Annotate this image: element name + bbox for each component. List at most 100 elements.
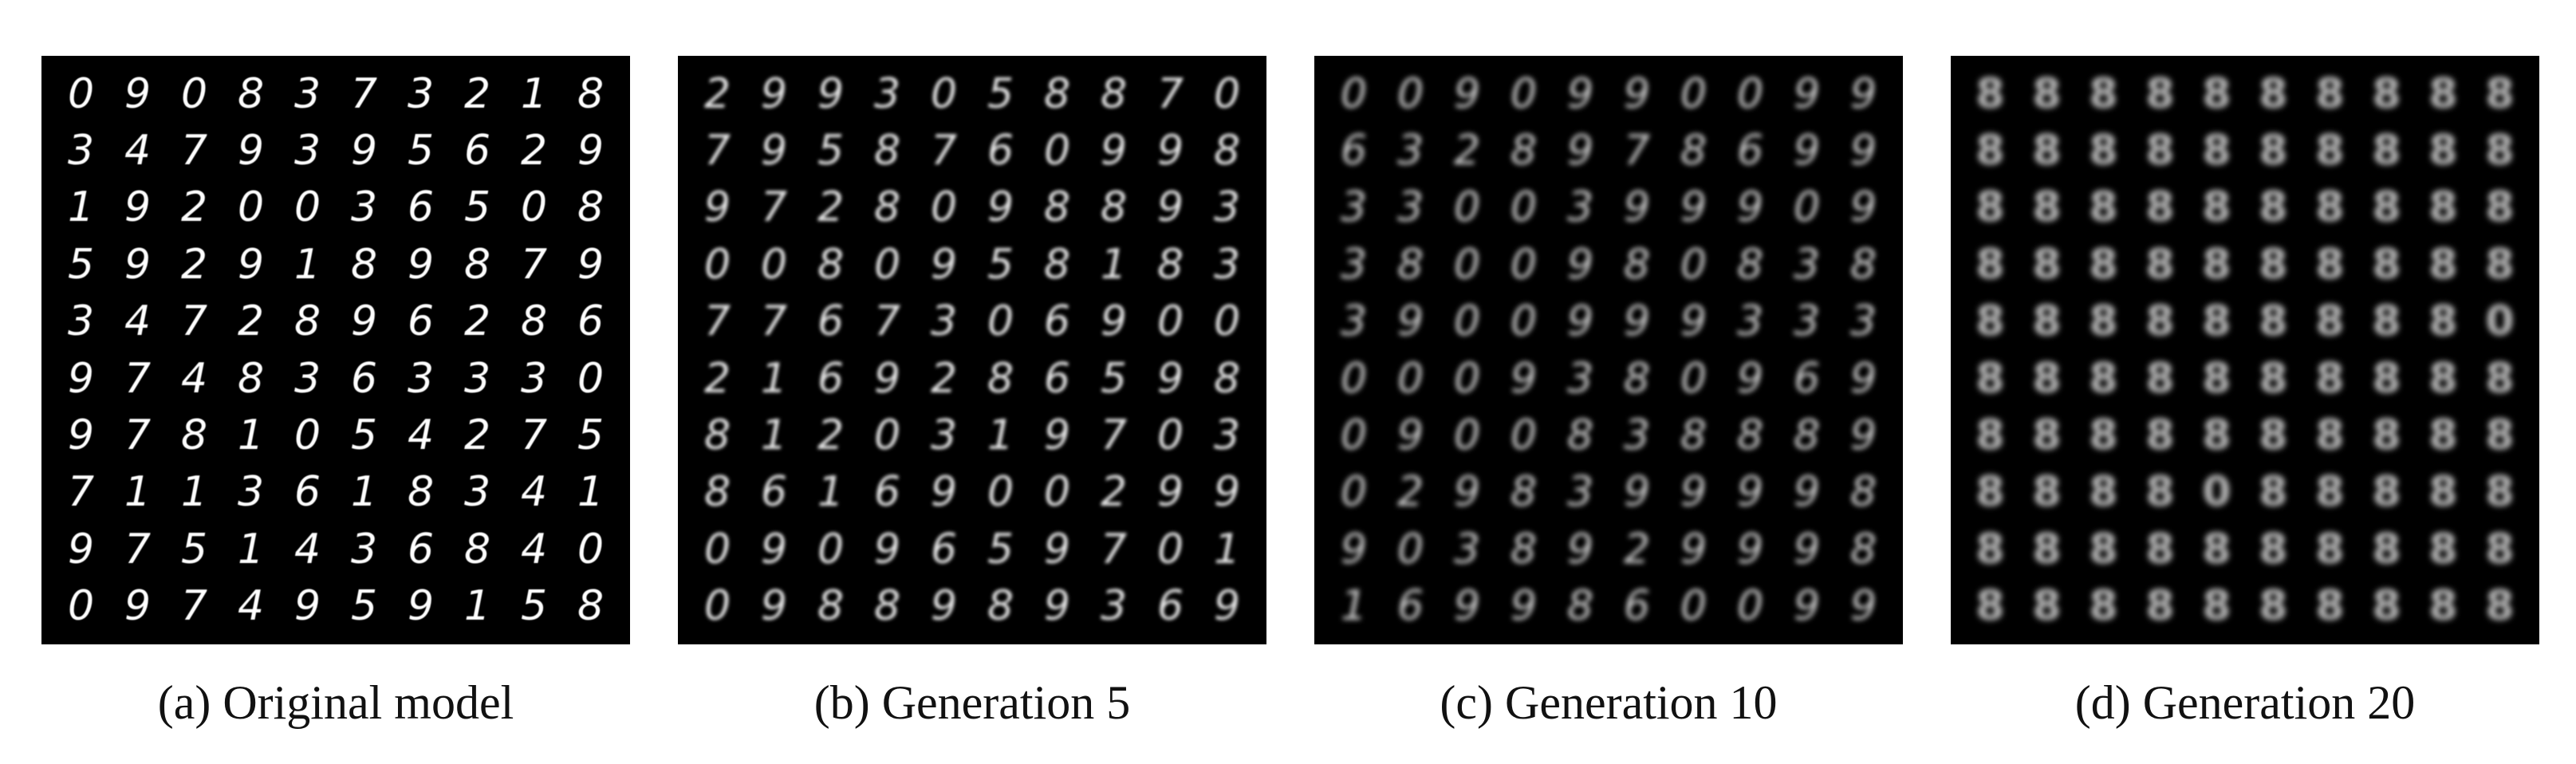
digit-cell: 6	[1043, 354, 1071, 403]
digit-cell: 0	[817, 525, 845, 573]
digit-cell: 9	[1213, 582, 1241, 631]
digit-cell: 7	[180, 582, 208, 631]
digit-cell: 8	[1736, 240, 1764, 289]
digit-cell: 1	[577, 468, 605, 517]
digit-cell: 8	[2089, 127, 2118, 175]
digit-cell: 6	[407, 525, 435, 573]
digit-cell: 5	[407, 127, 435, 175]
digit-cell: 0	[703, 240, 731, 289]
digit-cell: 7	[703, 297, 731, 346]
digit-cell: 0	[1043, 127, 1071, 175]
digit-cell: 3	[1793, 240, 1821, 289]
digit-cell: 8	[1680, 412, 1707, 460]
digit-cell: 6	[463, 127, 491, 175]
digit-cell: 8	[2372, 69, 2401, 118]
digit-cell: 4	[520, 468, 548, 517]
digit-cell: 6	[1043, 297, 1071, 346]
digit-cell: 7	[180, 127, 208, 175]
digit-cell: 7	[180, 297, 208, 346]
digit-cell: 8	[1510, 525, 1538, 573]
digit-cell: 7	[1100, 412, 1128, 460]
digit-cell: 4	[520, 525, 548, 573]
digit-cell: 0	[577, 354, 605, 403]
digit-cell: 0	[67, 582, 95, 631]
digit-cell: 9	[873, 354, 901, 403]
digit-cell: 8	[1975, 183, 2005, 232]
digit-cell: 2	[817, 183, 845, 232]
digit-cell: 3	[1100, 582, 1128, 631]
digit-cell: 8	[2145, 468, 2175, 517]
digit-cell: 9	[1736, 354, 1764, 403]
digit-cell: 2	[180, 183, 208, 232]
digit-cell: 8	[2259, 412, 2288, 460]
digit-cell: 9	[1100, 297, 1128, 346]
digit-cell: 0	[1340, 468, 1368, 517]
digit-cell: 9	[1849, 183, 1877, 232]
digit-cell: 8	[2145, 412, 2175, 460]
digit-cell: 5	[1100, 354, 1128, 403]
digit-cell: 0	[1510, 412, 1538, 460]
digit-cell: 9	[1396, 412, 1424, 460]
digit-cell: 8	[1849, 525, 1877, 573]
digit-cell: 8	[1213, 127, 1241, 175]
digit-cell: 8	[1510, 127, 1538, 175]
digit-cell: 9	[407, 240, 435, 289]
digit-cell: 3	[1623, 412, 1651, 460]
digit-cell: 5	[350, 582, 378, 631]
digit-cell: 9	[577, 127, 605, 175]
digit-cell: 8	[2315, 468, 2345, 517]
digit-cell: 6	[873, 468, 901, 517]
digit-cell: 8	[2089, 297, 2118, 346]
digit-cell: 8	[1975, 69, 2005, 118]
digit-cell: 2	[1623, 525, 1651, 573]
digit-cell: 0	[1340, 69, 1368, 118]
digit-cell: 8	[2202, 354, 2231, 403]
digit-cell: 8	[1736, 412, 1764, 460]
digit-cell: 9	[67, 412, 95, 460]
digit-cell: 0	[1510, 297, 1538, 346]
digit-cell: 8	[2259, 354, 2288, 403]
digit-cell: 6	[817, 354, 845, 403]
digit-cell: 8	[2315, 127, 2345, 175]
digit-cell: 8	[577, 69, 605, 118]
digit-cell: 8	[2202, 582, 2231, 631]
digit-cell: 9	[1043, 582, 1071, 631]
digit-cell: 6	[1156, 582, 1184, 631]
digit-cell: 8	[1975, 525, 2005, 573]
digit-cell: 3	[407, 69, 435, 118]
digit-cell: 9	[1849, 354, 1877, 403]
caption-original-model: (a) Original model	[157, 676, 514, 729]
digit-cell: 0	[1510, 183, 1538, 232]
digit-cell: 3	[237, 468, 265, 517]
digit-cell: 2	[463, 412, 491, 460]
digit-cell: 8	[2089, 69, 2118, 118]
digit-cell: 7	[124, 354, 152, 403]
digit-cell: 2	[180, 240, 208, 289]
digit-cell: 9	[124, 69, 152, 118]
digit-cell: 8	[463, 240, 491, 289]
digit-cell: 8	[817, 582, 845, 631]
digit-cell: 9	[1566, 297, 1594, 346]
digit-cell: 8	[2428, 412, 2458, 460]
digit-cell: 8	[2032, 127, 2062, 175]
digit-cell: 9	[67, 525, 95, 573]
digit-cell: 0	[1156, 297, 1184, 346]
digit-cell: 8	[2145, 354, 2175, 403]
digit-cell: 8	[1975, 127, 2005, 175]
digit-cell: 3	[1213, 183, 1241, 232]
digit-cell: 5	[350, 412, 378, 460]
digit-cell: 8	[2032, 240, 2062, 289]
digit-cell: 8	[2428, 127, 2458, 175]
digit-cell: 6	[293, 468, 321, 517]
digit-cell: 9	[760, 525, 788, 573]
digit-cell: 0	[1043, 468, 1071, 517]
digit-cell: 8	[2259, 240, 2288, 289]
digit-cell: 3	[293, 69, 321, 118]
digit-cell: 8	[2428, 240, 2458, 289]
digit-cell: 8	[1793, 412, 1821, 460]
digit-cell: 0	[1453, 240, 1481, 289]
digit-cell: 9	[930, 240, 958, 289]
digit-cell: 1	[180, 468, 208, 517]
